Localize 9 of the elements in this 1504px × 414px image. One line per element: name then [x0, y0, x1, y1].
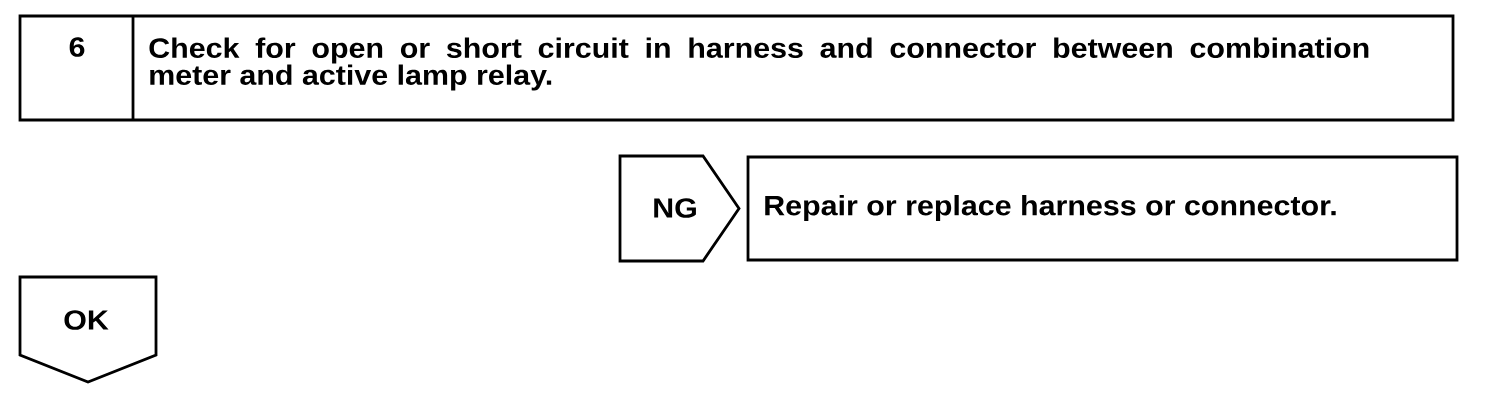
- arrow-box: [618, 154, 741, 263]
- arrow-label: OK: [64, 310, 109, 330]
- step-number: 6: [69, 37, 85, 57]
- action-text: Repair or replace harness or connector.: [765, 195, 1336, 221]
- arrow-box: [18, 275, 158, 384]
- action-box: [746, 155, 1459, 262]
- arrow-label: NG: [654, 198, 696, 218]
- step-text: Check for open or short circuit in harness and connector between combination meter and active lamp relay.: [149, 37, 1369, 91]
- step-box: [18, 14, 1455, 122]
